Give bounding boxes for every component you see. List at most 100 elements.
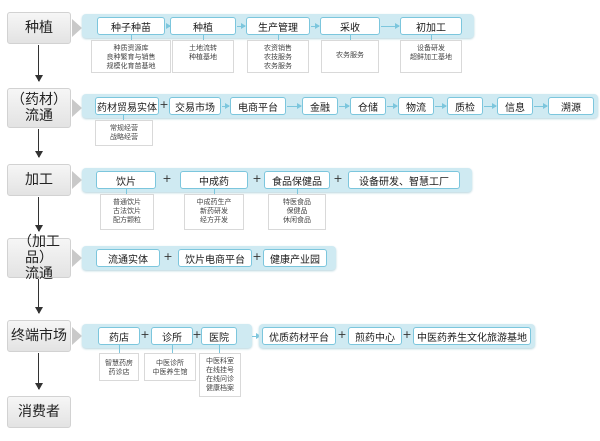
arrow-r1-1 bbox=[166, 23, 171, 29]
plus-sign: + bbox=[192, 328, 202, 341]
sub-seeds: 种质资源库 良种繁育与销售 规模化育苗基地 bbox=[91, 40, 171, 73]
node-health-industry-park: 健康产业园 bbox=[263, 249, 327, 267]
pointer-triangle-2 bbox=[72, 99, 82, 117]
sub-pharmacy-item: 智慧药房 bbox=[105, 359, 133, 367]
connector-trade-entity bbox=[123, 115, 124, 120]
plus-sign: + bbox=[140, 328, 150, 341]
flow-arrow-2 bbox=[34, 129, 43, 158]
sub-pharmacy: 智慧药房 药诊店 bbox=[99, 353, 139, 381]
sub-decoction-item: 配方颗粒 bbox=[113, 216, 141, 224]
connector-clinic bbox=[172, 345, 173, 353]
connector-planting bbox=[203, 35, 204, 40]
arrow-r1-2 bbox=[237, 23, 246, 29]
sub-harvest: 农务服务 bbox=[321, 40, 379, 73]
plus-sign: + bbox=[159, 98, 169, 111]
arrow-r2-7 bbox=[534, 103, 548, 109]
node-health-food: 食品保健品 bbox=[264, 171, 330, 189]
node-information: 信息 bbox=[497, 97, 533, 115]
node-herb-trade-entity: 药材贸易实体 bbox=[95, 97, 159, 115]
stage-product-circulation-line1: （加工品） bbox=[18, 234, 60, 266]
node-quality-inspection: 质检 bbox=[447, 97, 483, 115]
stage-planting: 种植 bbox=[7, 12, 71, 44]
stage-product-circulation-line2: 流通 bbox=[25, 266, 53, 282]
sub-planting: 土地流转 种植基地 bbox=[172, 40, 234, 73]
arrow-r2-4 bbox=[387, 103, 398, 109]
sub-decoction-item: 古法饮片 bbox=[113, 207, 141, 215]
sub-patent-medicine-item: 经方开发 bbox=[200, 216, 228, 224]
sub-hospital-item: 在线挂号 bbox=[206, 366, 234, 374]
sub-decoction: 普通饮片 古法饮片 配方颗粒 bbox=[100, 194, 154, 230]
node-decoction-ecommerce: 饮片电商平台 bbox=[178, 249, 252, 267]
arrow-r2-5 bbox=[435, 103, 447, 109]
node-primary-processing: 初加工 bbox=[400, 17, 462, 35]
arrow-r1-3 bbox=[311, 23, 320, 29]
sub-clinic-item: 中医诊所 bbox=[156, 359, 184, 367]
sub-hospital: 中医科室 在线挂号 在线问诊 健康档案 bbox=[199, 353, 241, 397]
node-chinese-patent-medicine: 中成药 bbox=[180, 171, 248, 189]
connector-production bbox=[278, 35, 279, 40]
stage-processing: 加工 bbox=[7, 164, 71, 196]
pointer-triangle-5 bbox=[72, 327, 82, 345]
arrow-r2-1 bbox=[222, 103, 230, 109]
connector-patent-medicine bbox=[214, 189, 215, 194]
sub-decoction-item: 普通饮片 bbox=[113, 198, 141, 206]
node-harvest: 采收 bbox=[320, 17, 380, 35]
flow-arrow-4 bbox=[34, 279, 43, 314]
connector-seeds bbox=[131, 35, 132, 40]
sub-health-food: 特医食品 保健品 休闲食品 bbox=[268, 194, 326, 230]
arrow-r1-4 bbox=[381, 23, 400, 29]
node-decoction-center: 煎药中心 bbox=[348, 327, 402, 345]
arrow-r2-3 bbox=[339, 103, 350, 109]
node-traceability: 溯源 bbox=[548, 97, 594, 115]
stage-herb-circulation: （药材） 流通 bbox=[7, 88, 71, 128]
node-hospital: 医院 bbox=[201, 327, 237, 345]
node-warehousing: 仓储 bbox=[350, 97, 386, 115]
plus-sign: + bbox=[252, 172, 262, 185]
sub-hospital-item: 健康档案 bbox=[206, 384, 234, 392]
sub-seeds-item: 种质资源库 bbox=[113, 44, 149, 52]
sub-health-food-item: 休闲食品 bbox=[283, 216, 311, 224]
sub-health-food-item: 特医食品 bbox=[283, 198, 311, 206]
node-planting: 种植 bbox=[170, 17, 236, 35]
node-decoction-pieces: 饮片 bbox=[96, 171, 156, 189]
stage-herb-circulation-line1: （药材） bbox=[11, 92, 67, 108]
plus-sign: + bbox=[162, 172, 172, 185]
pointer-triangle-1 bbox=[72, 19, 82, 37]
stage-herb-circulation-line2: 流通 bbox=[25, 108, 53, 124]
pointer-triangle-3 bbox=[72, 171, 82, 189]
sub-harvest-item: 农务服务 bbox=[336, 51, 364, 59]
node-quality-herb-platform: 优质药材平台 bbox=[262, 327, 336, 345]
stage-terminal-market: 终端市场 bbox=[7, 320, 71, 352]
sub-primary-item: 设备研发 bbox=[417, 44, 445, 52]
plus-sign: + bbox=[337, 328, 347, 341]
node-tcm-tourism-base: 中医药养生文化旅游基地 bbox=[413, 327, 531, 345]
sub-trade-entity-item: 战略经营 bbox=[110, 133, 138, 141]
stage-product-circulation: （加工品） 流通 bbox=[7, 234, 71, 282]
node-circulation-entity: 流通实体 bbox=[96, 249, 160, 267]
arrow-r2-2 bbox=[287, 103, 302, 109]
connector-harvest bbox=[350, 35, 351, 40]
sub-trade-entity-item: 常规经营 bbox=[110, 124, 138, 132]
plus-sign: + bbox=[163, 250, 173, 263]
node-seeds: 种子种苗 bbox=[97, 17, 165, 35]
plus-sign: + bbox=[402, 328, 412, 341]
node-finance: 金融 bbox=[302, 97, 338, 115]
sub-production: 农资销售 农技服务 农务服务 bbox=[247, 40, 309, 73]
connector-hospital bbox=[219, 345, 220, 353]
sub-hospital-item: 中医科室 bbox=[206, 357, 234, 365]
sub-primary: 设备研发 超鲜加工基地 bbox=[400, 40, 462, 73]
node-ecommerce-platform: 电商平台 bbox=[230, 97, 286, 115]
flow-arrow-3 bbox=[34, 197, 43, 232]
sub-pharmacy-item: 药诊店 bbox=[108, 368, 130, 376]
sub-clinic: 中医诊所 中医养生馆 bbox=[144, 353, 196, 381]
node-equipment-smart-factory: 设备研发、智慧工厂 bbox=[348, 171, 460, 189]
connector-pharmacy bbox=[119, 345, 120, 353]
node-production-management: 生产管理 bbox=[246, 17, 310, 35]
sub-hospital-item: 在线问诊 bbox=[206, 375, 234, 383]
sub-production-item: 农务服务 bbox=[264, 62, 292, 70]
sub-trade-entity: 常规经营 战略经营 bbox=[95, 120, 153, 146]
sub-patent-medicine-item: 新药研发 bbox=[200, 207, 228, 215]
sub-seeds-item: 良种繁育与销售 bbox=[106, 53, 156, 61]
node-clinic: 诊所 bbox=[151, 327, 193, 345]
node-trading-market: 交易市场 bbox=[169, 97, 221, 115]
